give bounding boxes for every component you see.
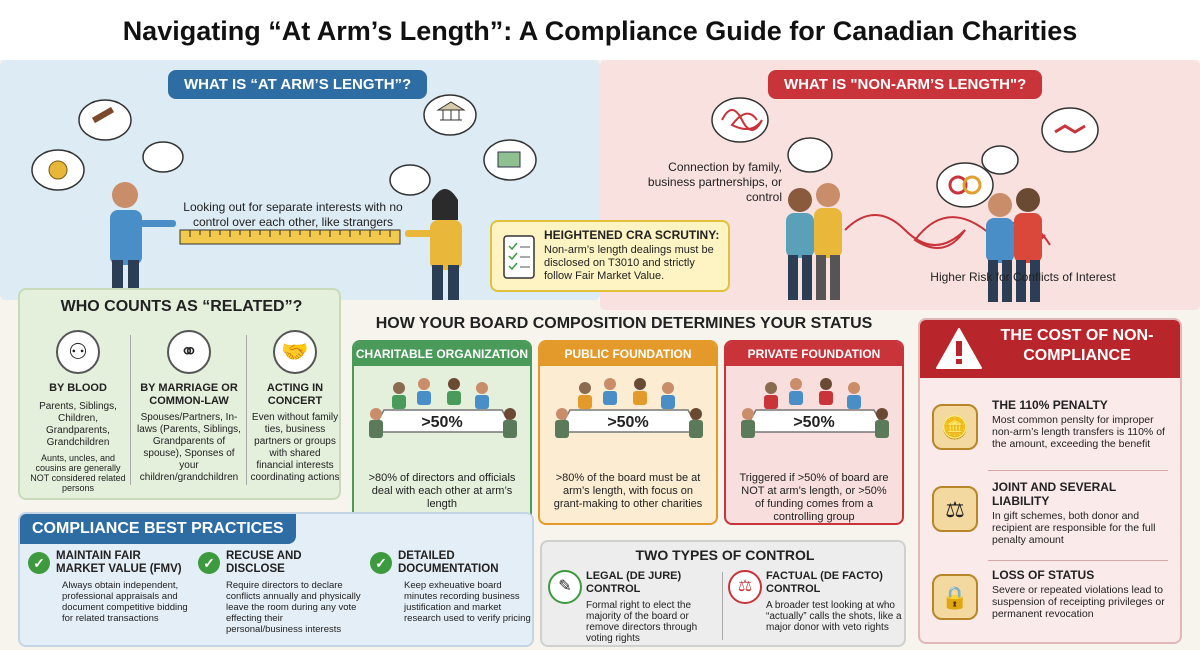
board-type-body: Triggered if >50% of board are NOT at ar… <box>739 472 889 523</box>
check-icon: ✓ <box>198 552 220 574</box>
factual-title: FACTUAL (DE FACTO) CONTROL <box>766 570 883 595</box>
board-type-card: PRIVATE FOUNDATION >50% Triggered if >50% … <box>724 340 904 525</box>
non-arms-length-heading: WHAT IS "NON-ARM’S LENGTH"? <box>768 70 1043 99</box>
boardroom-table-icon <box>555 378 703 438</box>
cost-item: 🪙 THE 110% PENALTY Most common penslty for… <box>920 398 1180 478</box>
divider <box>988 470 1168 471</box>
lock-shield-icon: 🔒 <box>932 574 978 620</box>
blood-title: BY BLOOD <box>49 382 107 394</box>
legal-body: Formal right to elect the majority of th… <box>586 600 698 644</box>
board-heading: HOW YOUR BOARD COMPOSITION DETERMINES YO… <box>375 315 873 332</box>
handshake-icon: 🤝 <box>273 330 317 374</box>
cost-card: THE COST OF NON-COMPLIANCE 🪙 THE 110% PEN… <box>918 318 1182 644</box>
boardroom-table-icon <box>369 378 517 438</box>
arms-length-illustration <box>31 94 537 300</box>
bank-icon <box>423 94 477 136</box>
cost-item-title: THE 110% PENALTY <box>992 398 1108 412</box>
cost-item-body: Severe or repeated violations lead to su… <box>992 584 1165 620</box>
concert-body: Even without family ties, business partn… <box>250 412 340 483</box>
practice-body: Keep exheuative board minutes recording … <box>404 580 531 624</box>
board-type-card: CHARITABLE ORGANIZATION >50% >80% of direc… <box>352 340 532 525</box>
board-type-title: CHARITABLE ORGANIZATION <box>354 342 530 366</box>
coins-icon: 🪙 <box>932 404 978 450</box>
blood-note: Aunts, uncles, and cousins are generally… <box>30 453 126 493</box>
cost-heading: THE COST OF NON-COMPLIANCE <box>1000 327 1154 364</box>
cra-body: Non-arm’s length dealings must be disclo… <box>544 244 714 282</box>
family-tree-icon: ⚇ <box>56 330 100 374</box>
gavel-icon: ⚖ <box>728 570 762 604</box>
page-title: Navigating “At Arm’s Length”: A Complian… <box>0 0 1200 60</box>
best-practices-heading: COMPLIANCE BEST PRACTICES <box>20 514 296 544</box>
rings-icon: ⚭ <box>167 330 211 374</box>
factual-body: A broader test looking at who “actually”… <box>766 600 902 633</box>
arms-length-heading: WHAT IS “AT ARM’S LENGTH”? <box>168 70 428 99</box>
practice-item: ✓ MAINTAIN FAIR MARKET VALUE (FMV) Always … <box>28 550 192 645</box>
cost-item-body: In gift schemes, both donor and recipien… <box>992 510 1156 546</box>
divider <box>722 572 723 640</box>
practice-item: ✓ DETAILED DOCUMENTATION Keep exheuative b… <box>370 550 532 645</box>
warning-icon <box>936 328 982 369</box>
marriage-body: Spouses/Partners, In-laws (Parents, Sibl… <box>137 412 241 483</box>
best-practices-card: COMPLIANCE BEST PRACTICES ✓ MAINTAIN FAIR… <box>18 512 534 647</box>
arms-length-panel: WHAT IS “AT ARM’S LENGTH”? <box>0 60 600 300</box>
practice-title: DETAILED DOCUMENTATION <box>398 550 499 575</box>
marriage-title: BY MARRIAGE OR COMMON-LAW <box>140 382 238 407</box>
divider <box>988 560 1168 561</box>
board-type-percent: >50% <box>421 414 463 431</box>
related-marriage: ⚭ BY MARRIAGE OR COMMON-LAW Spouses/Part… <box>134 330 244 495</box>
check-icon: ✓ <box>370 552 392 574</box>
cost-header: THE COST OF NON-COMPLIANCE <box>920 320 1180 378</box>
divider <box>246 335 247 485</box>
board-type-body: >80% of directors and officials deal wit… <box>368 472 516 510</box>
board-type-percent: >50% <box>607 414 649 431</box>
cost-item-title: LOSS OF STATUS <box>992 568 1095 582</box>
legal-title: LEGAL (DE JURE) CONTROL <box>586 570 682 595</box>
cra-scrutiny-box: HEIGHTENED CRA SCRUTINY: Non-arm’s lengt… <box>490 220 730 292</box>
arms-length-caption: Looking out for separate interests with … <box>183 200 403 229</box>
weight-icon: ⚖ <box>932 486 978 532</box>
concert-title: ACTING IN CONCERT <box>266 382 324 407</box>
control-card: TWO TYPES OF CONTROL ✎ LEGAL (DE JURE) C… <box>540 540 906 647</box>
thought-bubble-icon <box>78 99 132 141</box>
practice-body: Require directors to declare conflicts a… <box>226 580 361 635</box>
tangle-icon <box>711 97 769 143</box>
board-type-card: PUBLIC FOUNDATION >50% >80% of the board m… <box>538 340 718 525</box>
board-type-title: PUBLIC FOUNDATION <box>540 342 716 366</box>
related-concert: 🤝 ACTING IN CONCERT Even without family … <box>250 330 340 495</box>
board-type-percent: >50% <box>793 414 835 431</box>
practice-title: MAINTAIN FAIR MARKET VALUE (FMV) <box>56 550 182 575</box>
cra-heading: HEIGHTENED CRA SCRUTINY: <box>544 228 720 242</box>
cost-item-title: JOINT AND SEVERAL LIABILITY <box>992 480 1117 508</box>
practice-item: ✓ RECUSE AND DISCLOSE Require directors to… <box>198 550 362 645</box>
board-type-title: PRIVATE FOUNDATION <box>726 342 902 366</box>
blood-body: Parents, Siblings, Children, Grandparent… <box>39 401 117 448</box>
control-heading: TWO TYPES OF CONTROL <box>635 547 815 563</box>
related-blood: ⚇ BY BLOOD Parents, Siblings, Children, … <box>28 330 128 495</box>
practice-title: RECUSE AND DISCLOSE <box>226 550 302 575</box>
non-arms-length-illustration <box>711 97 1099 302</box>
risk-caption: Higher Risk for Conflicts of Interest <box>930 270 1116 284</box>
legal-document-icon: ✎ <box>548 570 582 604</box>
cost-item: 🔒 LOSS OF STATUS Severe or repeated violat… <box>920 568 1180 642</box>
related-heading: WHO COUNTS AS “RELATED”? <box>60 298 303 315</box>
divider <box>130 335 131 485</box>
board-type-body: >80% of the board must be at arm’s lengt… <box>553 472 703 510</box>
practice-body: Always obtain independent, professional … <box>62 580 188 624</box>
related-card: WHO COUNTS AS “RELATED”? ⚇ BY BLOOD Pare… <box>18 288 341 500</box>
non-arms-length-caption: Connection by family, business partnersh… <box>647 160 782 204</box>
cost-item-body: Most common penslty for improper non-arm… <box>992 414 1165 450</box>
checklist-icon <box>503 235 535 279</box>
boardroom-table-icon <box>741 378 889 438</box>
check-icon: ✓ <box>28 552 50 574</box>
